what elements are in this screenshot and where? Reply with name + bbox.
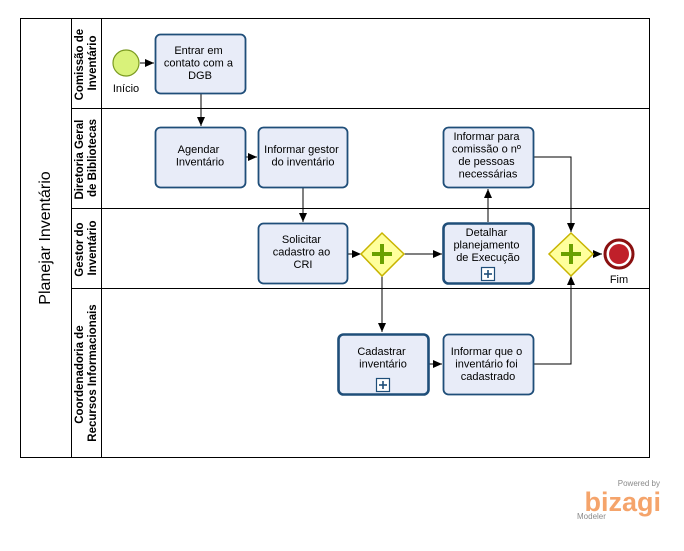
task-label-line: Informar gestor xyxy=(264,144,339,156)
lane-title-line: de Bibliotecas xyxy=(87,119,99,197)
parallel-gateway-split[interactable] xyxy=(359,231,406,278)
start-event-label: Início xyxy=(113,83,139,95)
lane-title-line: Coordenadoria de xyxy=(74,325,86,423)
task-entrar-em-contato[interactable]: Entrar em contato com a DGB xyxy=(154,33,247,95)
task-label-line: Inventário xyxy=(176,157,224,169)
lane-diretoria: Diretoria Geral de Bibliotecas xyxy=(74,116,99,200)
task-agendar-inventario[interactable]: Agendar Inventário xyxy=(154,126,247,189)
task-label-line: Solicitar xyxy=(282,234,321,246)
task-label-line: comissão o nº xyxy=(452,144,521,156)
task-label-line: inventário foi xyxy=(455,359,517,371)
lane-title-line: Inventário xyxy=(87,36,99,91)
task-label-line: do inventário xyxy=(272,157,335,169)
parallel-gateway-join[interactable] xyxy=(547,231,595,278)
task-label-line: planejamento xyxy=(453,240,519,252)
task-label-line: cadastro ao xyxy=(273,247,330,259)
task-label-line: DGB xyxy=(188,70,212,82)
lane-title-line: Inventário xyxy=(87,221,99,276)
task-label-line: Agendar xyxy=(178,144,220,156)
task-label-line: Cadastrar xyxy=(357,346,406,358)
lane-comissao: Comissão de Inventário xyxy=(74,26,99,101)
start-event[interactable] xyxy=(112,49,140,77)
task-label-line: CRI xyxy=(294,259,313,271)
task-label-line: necessárias xyxy=(459,169,518,181)
task-solicitar-cadastro[interactable]: Solicitar cadastro ao CRI xyxy=(257,222,349,285)
powered-by-text: Powered by xyxy=(618,479,660,488)
task-label-line: Informar que o xyxy=(451,346,523,358)
flow-informar-cadastrado-to-join xyxy=(534,276,575,365)
svg-text:Agendar Inventário: Agendar Inventário xyxy=(176,144,224,169)
svg-text:Coordenadoria de Recurso: Coordenadoria de Recursos Informacionais xyxy=(74,304,99,441)
task-label-line: cadastrado xyxy=(461,371,515,383)
subprocess-cadastrar-inventario[interactable]: Cadastrar inventário xyxy=(337,333,430,396)
lane-title-line: Diretoria Geral xyxy=(74,120,86,200)
svg-text:Informar gestor do inven: Informar gestor do inventário xyxy=(264,144,342,169)
lane-gestor: Gestor do Inventário xyxy=(74,219,99,277)
task-label-line: Entrar em xyxy=(174,45,222,57)
task-label-line: de pessoas xyxy=(458,156,515,168)
task-informar-gestor[interactable]: Informar gestor do inventário xyxy=(257,126,349,189)
svg-text:Comissão de Inventário: Comissão de Inventário xyxy=(74,26,99,101)
task-label-line: contato com a xyxy=(164,58,234,70)
subprocess-detalhar-planejamento[interactable]: Detalhar planejamento de Execução xyxy=(442,222,535,285)
end-event-label: Fim xyxy=(610,274,628,286)
svg-text:Solicitar cadastro ao: Solicitar cadastro ao CRI xyxy=(273,234,334,271)
end-event[interactable] xyxy=(603,238,635,270)
svg-text:Entrar em contato com a: Entrar em contato com a DGB xyxy=(164,45,236,82)
pool-title: Planejar Inventário xyxy=(37,171,54,305)
task-label-line: Informar para xyxy=(453,131,520,143)
task-label-line: Detalhar xyxy=(466,227,508,239)
svg-text:Diretoria Geral de Bibli: Diretoria Geral de Bibliotecas xyxy=(74,116,99,199)
svg-text:Informar para comissão o: Informar para comissão o nº de pessoas n… xyxy=(452,131,524,181)
lane-title-line: Comissão de xyxy=(74,29,86,101)
flow-informar-comissao-to-join xyxy=(534,156,575,232)
task-label-line: de Execução xyxy=(456,252,520,264)
task-informar-cadastrado[interactable]: Informar que o inventário foi cadastrado xyxy=(442,333,535,396)
expand-subprocess-icon[interactable] xyxy=(375,377,391,393)
lane-title-line: Gestor do xyxy=(74,222,86,276)
lane-coordenadoria: Coordenadoria de Recursos Informacionais xyxy=(74,304,99,441)
lane-title-line: Recursos Informacionais xyxy=(87,304,99,441)
expand-subprocess-icon[interactable] xyxy=(480,266,496,282)
product-name: Modeler xyxy=(577,512,606,521)
bizagi-logo: Powered by bizagi Modeler xyxy=(577,479,661,521)
svg-text:Informar que o inventári: Informar que o inventário foi cadastrado xyxy=(451,346,526,383)
svg-text:Cadastrar inventário: Cadastrar inventário xyxy=(357,346,408,371)
svg-text:Detalhar planejamento: Detalhar planejamento de Execução xyxy=(453,227,522,264)
task-label-line: inventário xyxy=(359,359,407,371)
svg-text:Gestor do Inventário: Gestor do Inventário xyxy=(74,219,99,277)
task-informar-comissao[interactable]: Informar para comissão o nº de pessoas n… xyxy=(442,126,535,189)
brand-wordmark: bizagi xyxy=(584,487,661,517)
sequence-flows xyxy=(140,59,602,368)
